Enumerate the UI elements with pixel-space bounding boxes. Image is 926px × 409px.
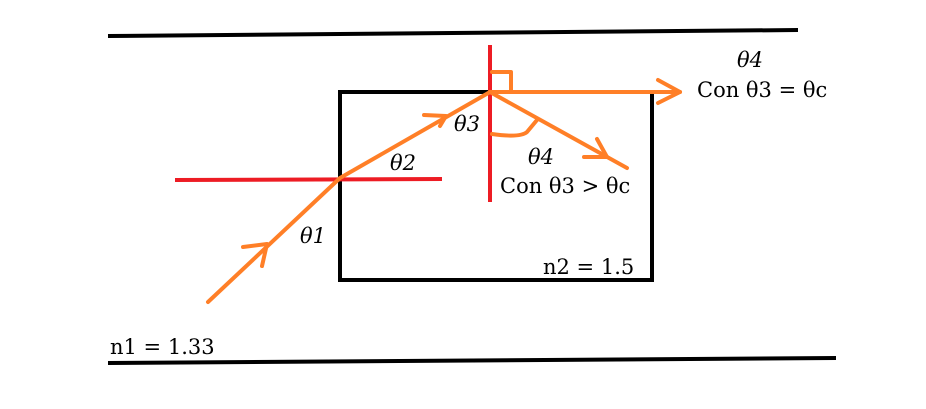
incident-ray: [206, 90, 492, 304]
right-angle-marker: [490, 70, 513, 92]
reflected-ray-arrowhead: [582, 137, 609, 159]
angle-arc: [490, 118, 539, 138]
top-boundary-line: [107, 28, 799, 38]
incident-ray-arrowhead-1: [241, 242, 269, 268]
condition-critical-label: Con θ3 = θc: [697, 78, 827, 102]
theta4-reflect-label: θ4: [528, 145, 554, 169]
theta4-critical-label: θ4: [737, 48, 763, 72]
theta2-label: θ2: [390, 151, 416, 175]
n1-label: n1 = 1.33: [110, 335, 215, 359]
critical-ray-arrowhead: [656, 78, 682, 105]
incident-ray-arrowhead-2: [422, 113, 448, 128]
condition-reflect-label: Con θ3 > θc: [500, 174, 630, 198]
theta3-label: θ3: [454, 112, 480, 136]
theta1-label: θ1: [300, 224, 326, 248]
bottom-boundary-line: [107, 356, 837, 365]
n2-label: n2 = 1.5: [543, 255, 634, 279]
normal-line-horizontal: [174, 177, 443, 182]
